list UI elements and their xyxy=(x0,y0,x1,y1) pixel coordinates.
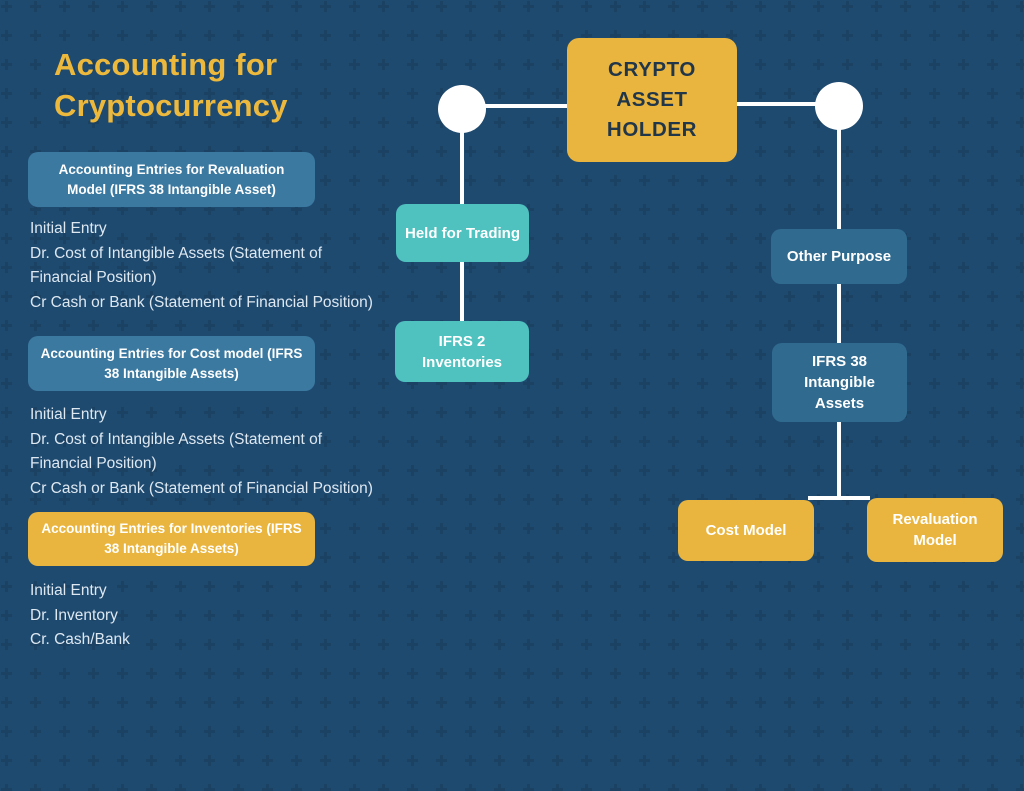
entry-line: Cr. Cash/Bank xyxy=(30,631,130,648)
entry-line: Dr. Inventory xyxy=(30,606,118,624)
entry-line: Financial Position) xyxy=(30,455,157,472)
connector-models-t-bar xyxy=(808,496,870,500)
entry-line: Initial Entry xyxy=(30,582,107,599)
connector-left-junction-to-held-for-trading xyxy=(460,130,464,206)
node-cost-model: Cost Model xyxy=(678,500,814,561)
entry-line: Initial Entry xyxy=(30,220,107,237)
node-held-for-trading: Held for Trading xyxy=(396,204,529,262)
node-ifrs2-inventories: IFRS 2 Inventories xyxy=(395,321,529,382)
node-crypto-asset-holder: CRYPTO ASSET HOLDER xyxy=(567,38,737,162)
entry-line: Cr Cash or Bank (Statement of Financial … xyxy=(30,479,373,497)
section-header-inventories: Accounting Entries for Inventories (IFRS… xyxy=(28,512,315,566)
section-header-cost-model: Accounting Entries for Cost model (IFRS … xyxy=(28,336,315,391)
connector-root-to-right-junction xyxy=(735,102,817,106)
node-revaluation-model: Revaluation Model xyxy=(867,498,1003,562)
entry-line: Cr Cash or Bank (Statement of Financial … xyxy=(30,293,373,311)
connector-held-for-trading-to-ifrs2 xyxy=(460,262,464,322)
connector-root-to-left-junction xyxy=(484,104,570,108)
entry-line: Initial Entry xyxy=(30,406,107,423)
node-ifrs38-intangible-assets: IFRS 38 Intangible Assets xyxy=(772,343,907,422)
section-entries-cost-model: Initial Entry Dr. Cost of Intangible Ass… xyxy=(30,403,373,501)
connector-other-purpose-to-ifrs38 xyxy=(837,284,841,344)
junction-dot-left xyxy=(438,85,486,133)
page-title: Accounting for Cryptocurrency xyxy=(54,47,288,123)
node-other-purpose: Other Purpose xyxy=(771,229,907,284)
connector-ifrs38-to-models xyxy=(837,422,841,500)
section-header-revaluation-model: Accounting Entries for Revaluation Model… xyxy=(28,152,315,207)
entry-line: Dr. Cost of Intangible Assets (Statement… xyxy=(30,244,323,262)
section-entries-revaluation-model: Initial Entry Dr. Cost of Intangible Ass… xyxy=(30,217,373,315)
entry-line: Dr. Cost of Intangible Assets (Statement… xyxy=(30,430,323,448)
junction-dot-right xyxy=(815,82,863,130)
entry-line: Financial Position) xyxy=(30,269,157,286)
section-entries-inventories: Initial Entry Dr. Inventory Cr. Cash/Ban… xyxy=(30,579,130,653)
connector-right-junction-to-other-purpose xyxy=(837,128,841,230)
